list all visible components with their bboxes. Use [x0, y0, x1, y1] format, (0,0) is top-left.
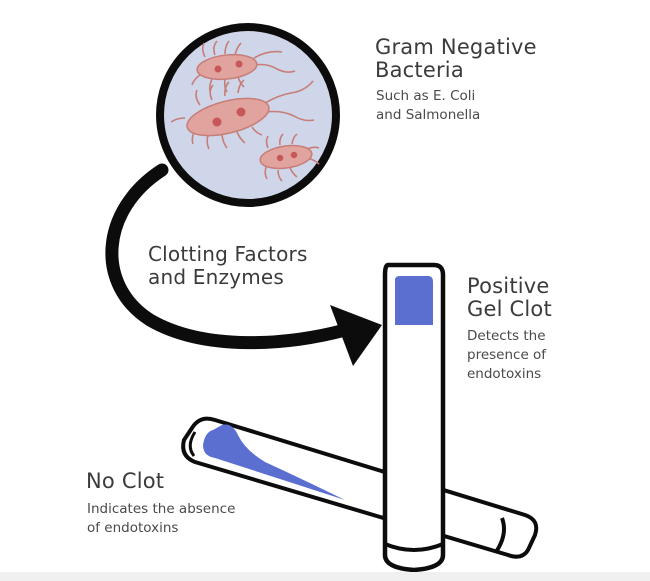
positive-title-line2: Gel Clot: [467, 297, 552, 321]
positive-subtitle: Detects the presence of endotoxins: [467, 327, 546, 384]
arrow-label-line2: and Enzymes: [148, 265, 285, 289]
no-clot-tube: [181, 416, 539, 559]
positive-gel: [395, 276, 433, 325]
positive-title-line1: Positive: [467, 274, 550, 298]
curved-arrow-icon: [105, 163, 382, 366]
bacteria-title-line2: Bacteria: [375, 58, 464, 82]
bacterium-icon: [264, 133, 320, 182]
no-clot-gel: [203, 424, 345, 500]
no-clot-sub-line1: Indicates the absence: [87, 501, 236, 517]
positive-sub-line1: Detects the: [467, 328, 546, 344]
bacteria-sub-line2: and Salmonella: [376, 107, 481, 123]
positive-sub-line2: presence of: [467, 347, 547, 363]
bacteria-sub-line1: Such as E. Coli: [376, 88, 476, 104]
arrow-label: Clotting Factors and Enzymes: [148, 243, 308, 289]
no-clot-title: No Clot: [86, 470, 164, 493]
bacteria-subtitle: Such as E. Coli and Salmonella: [376, 87, 480, 125]
no-clot-sub-line2: of endotoxins: [87, 520, 179, 536]
bacterium-icon: [191, 40, 296, 93]
positive-gel-clot-tube: [382, 262, 446, 573]
bacteria-title: Gram Negative Bacteria: [375, 36, 537, 82]
bacteria-title-line1: Gram Negative: [375, 35, 537, 59]
bottom-divider: [0, 572, 650, 581]
bacterium-icon: [170, 79, 315, 150]
positive-sub-line3: endotoxins: [467, 366, 542, 382]
arrow-label-line1: Clotting Factors: [148, 242, 308, 266]
positive-title: Positive Gel Clot: [467, 275, 552, 321]
bacteria-magnifier: [156, 23, 340, 207]
no-clot-subtitle: Indicates the absence of endotoxins: [87, 500, 235, 538]
no-clot-title-text: No Clot: [86, 469, 165, 493]
